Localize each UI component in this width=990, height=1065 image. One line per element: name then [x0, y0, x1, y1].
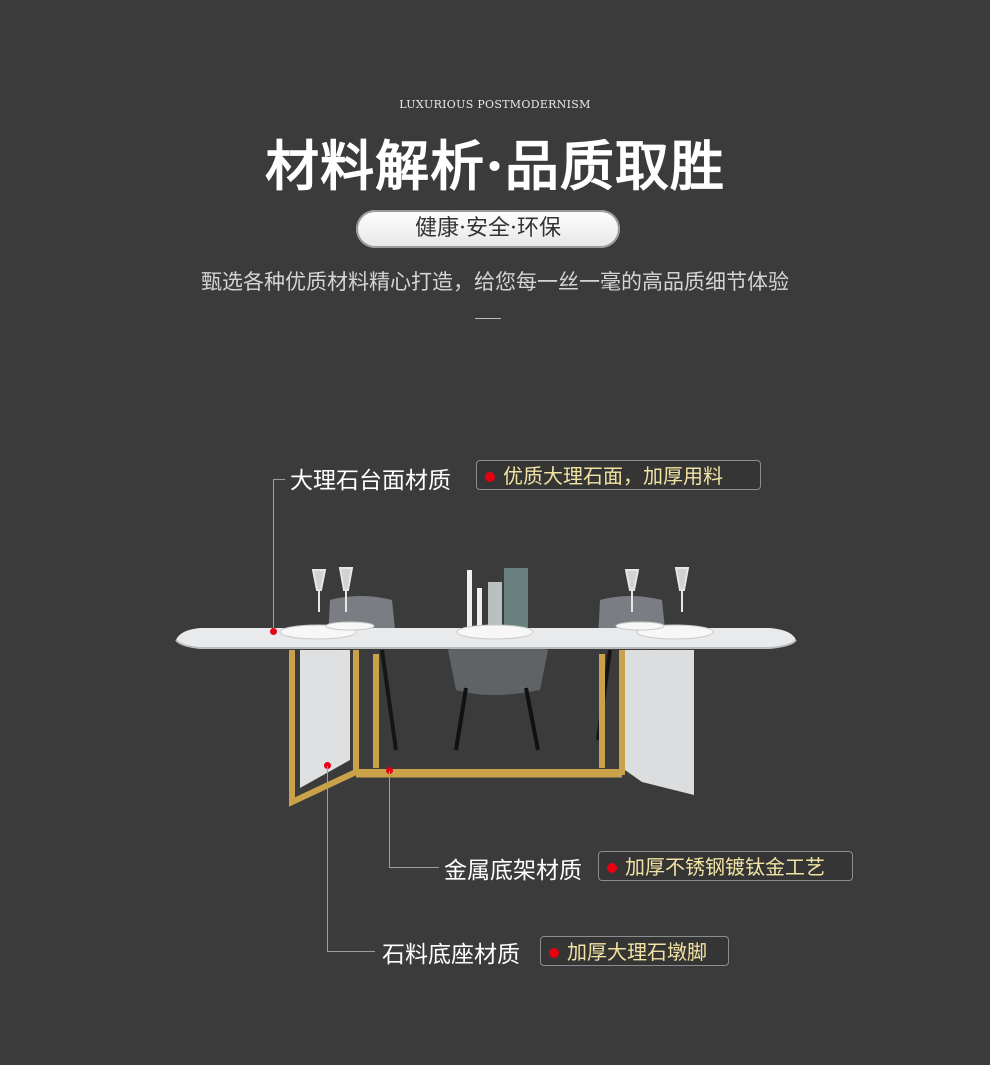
place-settings — [279, 621, 714, 640]
wine-glasses — [311, 567, 690, 612]
callout-label-stone-base: 石料底座材质 — [382, 942, 520, 968]
tag-text: 加厚大理石墩脚 — [567, 940, 707, 964]
tag-bullet — [549, 948, 559, 958]
callout-line-frame-vertical — [389, 771, 390, 868]
tag-text: 优质大理石面，加厚用料 — [503, 464, 723, 488]
marker-metal-frame — [386, 767, 393, 774]
centerpiece — [467, 568, 528, 630]
callout-label-metal-frame: 金属底架材质 — [444, 858, 582, 884]
tag-text: 加厚不锈钢镀钛金工艺 — [625, 855, 825, 879]
feature-pill: 健康·安全·环保 — [356, 210, 620, 248]
marker-tabletop — [270, 628, 277, 635]
eyebrow-text: LUXURIOUS POSTMODERNISM — [399, 98, 591, 111]
tag-bullet — [485, 472, 495, 482]
callout-line-frame-horizontal — [389, 867, 439, 868]
page-title: 材料解析·品质取胜 — [265, 134, 725, 198]
chair-front — [448, 640, 548, 751]
callout-line-base-vertical — [327, 766, 328, 952]
tag-bullet — [607, 863, 617, 873]
callout-line-base-horizontal — [327, 951, 375, 952]
callout-tag-stone-base: 加厚大理石墩脚 — [540, 936, 729, 966]
callout-line-tabletop-horizontal — [273, 479, 285, 480]
callout-tag-tabletop: 优质大理石面，加厚用料 — [476, 460, 761, 490]
marker-stone-base — [324, 762, 331, 769]
callout-line-tabletop-vertical — [273, 479, 274, 632]
gold-metal-frame — [289, 650, 625, 807]
divider-dash — [475, 318, 501, 319]
callout-tag-metal-frame: 加厚不锈钢镀钛金工艺 — [598, 851, 853, 881]
stone-base-right — [622, 650, 694, 795]
callout-label-tabletop: 大理石台面材质 — [290, 468, 451, 494]
page-subtitle: 甄选各种优质材料精心打造，给您每一丝一毫的高品质细节体验 — [201, 270, 789, 294]
dining-table-illustration — [175, 567, 797, 807]
stone-base-left — [300, 650, 350, 788]
